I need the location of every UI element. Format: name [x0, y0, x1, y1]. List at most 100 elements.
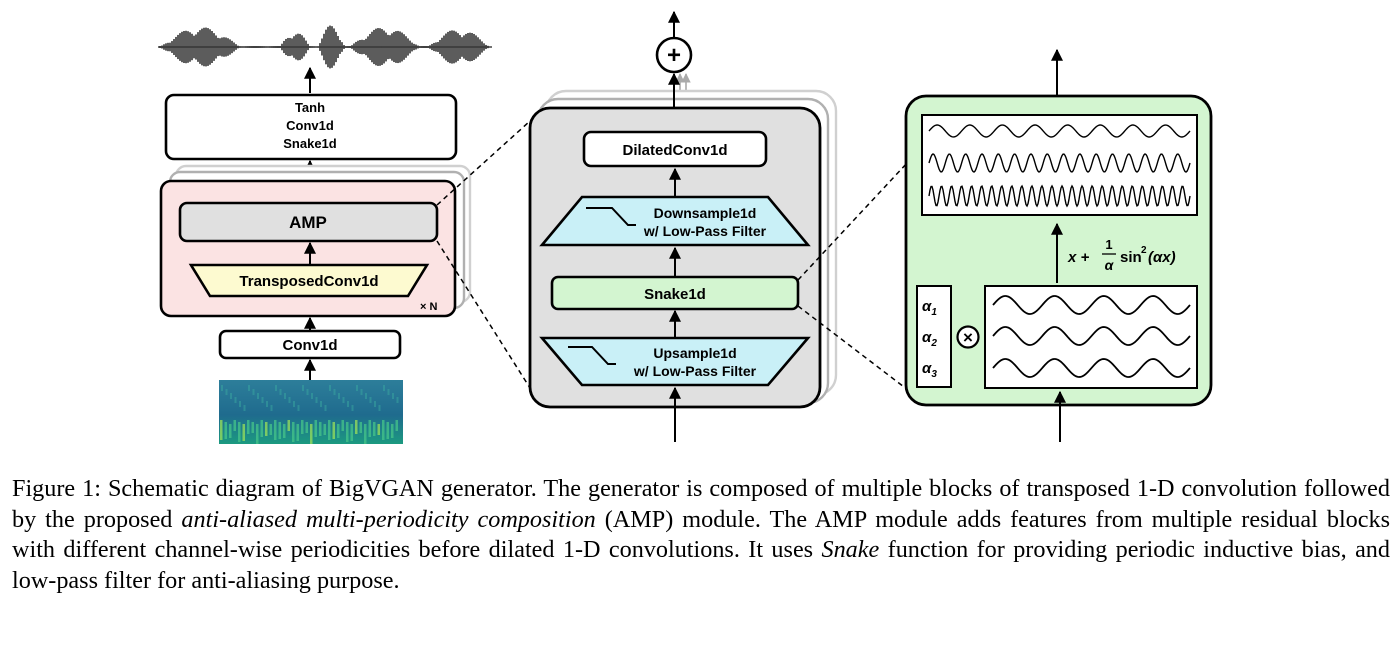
formula-arg: (αx)	[1148, 249, 1176, 266]
spectrogram-speck	[356, 385, 358, 391]
zoom-line-bottom-left	[436, 240, 531, 389]
spectrogram-speck	[396, 397, 399, 403]
caption-part1: Schematic diagram of BigVGAN generator. …	[12, 475, 1390, 533]
spectrogram-band	[359, 422, 362, 433]
output-wave-low-freq	[928, 124, 1191, 138]
formula-frac-den: α	[1105, 257, 1115, 273]
spectrogram-band	[305, 422, 308, 433]
spectrogram-speck	[234, 397, 237, 403]
spectrogram-band	[377, 424, 380, 435]
spectrogram-speck	[225, 389, 228, 395]
spectrogram-band	[233, 420, 236, 431]
spectrogram-band	[346, 422, 349, 442]
spectrogram-band	[292, 422, 295, 442]
spectrogram-band	[220, 420, 223, 440]
spectrogram-band	[314, 420, 317, 437]
spectrogram-speck	[239, 401, 241, 407]
output-wave-mid-freq	[928, 153, 1191, 173]
lowpass-filter-icon	[586, 207, 636, 226]
caption-part2: (AMP) module. The AMP module adds featur…	[12, 505, 1390, 564]
upsample-block: Upsample1d w/ Low-Pass Filter	[539, 336, 811, 387]
spectrogram-band	[224, 422, 227, 439]
spectrogram-band	[319, 422, 322, 436]
dilated-conv-block: DilatedConv1d	[582, 130, 768, 168]
spectrogram-speck	[243, 405, 246, 411]
input-wave-1	[992, 295, 1191, 315]
input-conv-block: Conv1d	[218, 329, 402, 360]
spectrogram-band	[242, 424, 245, 441]
spectrogram-speck	[360, 389, 363, 395]
head-line-conv1d: Conv1d	[286, 118, 334, 133]
bigvgan-diagram: Tanh Conv1d Snake1d AMP TransposedConv1d…	[158, 10, 1213, 444]
caption-italic2: Snake	[821, 536, 880, 563]
spectrogram-band	[382, 420, 385, 440]
spectrogram-speck	[288, 397, 291, 403]
downsample-block: Downsample1d w/ Low-Pass Filter	[539, 195, 811, 247]
alpha-2: α2	[922, 329, 937, 349]
spectrogram-speck	[333, 389, 336, 395]
spectrogram-speck	[284, 393, 286, 399]
spectrogram-band	[310, 424, 313, 444]
repeat-label: × N	[420, 301, 437, 313]
mel-spectrogram-input	[219, 380, 403, 444]
spectrogram-speck	[293, 401, 295, 407]
amp-label: AMP	[289, 213, 327, 232]
formula-x-plus: x +	[1067, 249, 1090, 266]
snake-detail-block: x + 1 α sin 2 (αx) α1 α2 α3 ×	[904, 94, 1213, 407]
spectrogram-speck	[315, 397, 318, 403]
snake-label: Snake1d	[644, 286, 706, 303]
spectrogram-band	[350, 424, 353, 441]
spectrogram-band	[301, 420, 304, 434]
generator-block-stack: AMP TransposedConv1d × N	[159, 164, 472, 318]
spectrogram-band	[274, 420, 277, 440]
spectrogram-band	[323, 424, 326, 435]
spectrogram-speck	[266, 401, 268, 407]
spectrogram-band	[364, 424, 367, 444]
spectrogram-speck	[383, 385, 385, 391]
spectrogram-speck	[230, 393, 232, 399]
spectrogram-speck	[324, 405, 327, 411]
caption-italic1: anti-aliased multi-periodicity compositi…	[181, 505, 596, 533]
spectrogram-speck	[374, 401, 376, 407]
spectrogram-speck	[329, 385, 331, 391]
spectrogram-speck	[338, 393, 340, 399]
spectrogram-speck	[311, 393, 313, 399]
upsample-line-2: w/ Low-Pass Filter	[633, 363, 757, 379]
formula-exp: 2	[1141, 245, 1147, 256]
snake-block: Snake1d	[550, 275, 800, 311]
alpha-labels: α1 α2 α3	[922, 298, 937, 380]
spectrogram-band	[395, 420, 398, 431]
spectrogram-band	[251, 422, 254, 433]
spectrogram-band	[337, 424, 340, 438]
output-wave-high-freq	[928, 184, 1191, 208]
transposed-conv-label: TransposedConv1d	[239, 273, 378, 290]
multiply-node: ×	[956, 325, 980, 349]
figure-caption: Figure 1: Schematic diagram of BigVGAN g…	[12, 474, 1390, 596]
spectrogram-speck	[347, 401, 349, 407]
spectrogram-band	[386, 422, 389, 439]
spectrogram-speck	[351, 405, 354, 411]
spectrogram-band	[278, 422, 281, 439]
spectrogram-speck	[270, 405, 273, 411]
caption-part3: function for providing periodic inductiv…	[12, 536, 1390, 594]
spectrogram-band	[391, 424, 394, 438]
spectrogram-speck	[369, 397, 372, 403]
upsample-line-1: Upsample1d	[653, 345, 736, 361]
spectrogram-band	[247, 420, 250, 434]
spectrogram-speck	[365, 393, 367, 399]
spectrogram-speck	[261, 397, 264, 403]
spectrogram-band	[332, 422, 335, 439]
conv-label: Conv1d	[282, 337, 337, 354]
transposed-conv-block	[188, 263, 430, 298]
head-line-tanh: Tanh	[295, 100, 325, 115]
snake-formula: x + 1 α sin 2 (αx)	[1067, 237, 1176, 273]
input-wave-2	[992, 326, 1191, 346]
spectrogram-speck	[302, 385, 304, 391]
spectrogram-band	[238, 422, 241, 442]
spectrogram-band	[256, 424, 259, 444]
spectrogram-speck	[392, 393, 394, 399]
lowpass-filter-icon-2	[568, 346, 616, 365]
spectrogram-band	[296, 424, 299, 441]
sum-node: +	[655, 36, 693, 74]
spectrogram-band	[229, 424, 232, 438]
